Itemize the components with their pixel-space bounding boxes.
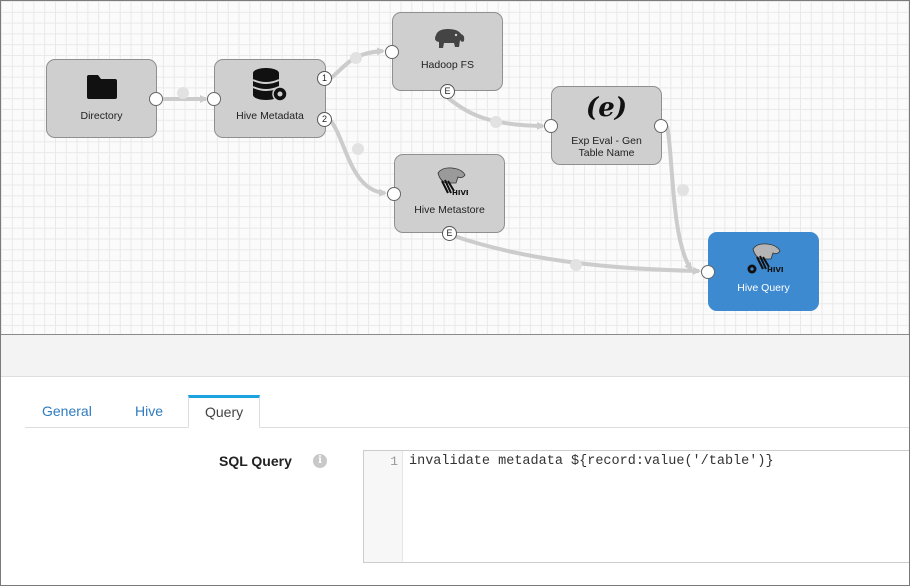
input-port[interactable] xyxy=(387,187,401,201)
node-label-line-1: Exp Eval - Gen xyxy=(571,135,642,147)
hive-bee-icon: HIVE xyxy=(437,167,468,197)
preview-icon xyxy=(177,87,189,99)
preview-icon xyxy=(352,143,364,155)
node-label: Hive Metadata xyxy=(236,110,304,122)
sql-query-label: SQL Query xyxy=(219,453,292,469)
node-hive-query[interactable]: HIVE Hive Query xyxy=(701,232,819,311)
output-port-2[interactable]: 2 xyxy=(317,112,332,127)
edge-hive-metastore-hive-query[interactable] xyxy=(450,233,701,275)
sql-query-editor[interactable]: 1 invalidate metadata ${record:value('/t… xyxy=(363,450,909,563)
preview-icon xyxy=(490,116,502,128)
node-hive-metadata[interactable]: Hive Metadata 1 2 xyxy=(207,59,332,138)
line-number: 1 xyxy=(390,454,398,469)
elephant-icon xyxy=(434,29,464,48)
svg-text:HIVE: HIVE xyxy=(767,266,783,274)
node-exp-eval[interactable]: (e) Exp Eval - Gen Table Name xyxy=(544,86,668,165)
node-hive-metastore[interactable]: HIVE Hive Metastore E xyxy=(387,154,505,241)
input-port[interactable] xyxy=(207,92,221,106)
edge-hive-metadata-hive-metastore[interactable] xyxy=(329,119,387,197)
expression-icon: (e) xyxy=(585,93,628,123)
input-port[interactable] xyxy=(701,265,715,279)
config-tabs: General Hive Query xyxy=(25,395,909,428)
preview-icon xyxy=(570,259,582,271)
svg-text:HIVE: HIVE xyxy=(452,189,468,197)
editor-gutter: 1 xyxy=(364,451,403,562)
canvas-toolbar-band xyxy=(1,335,909,377)
pipeline-canvas[interactable]: Directory Hive Metadata 1 2 xyxy=(1,1,909,335)
node-directory[interactable]: Directory xyxy=(46,59,163,138)
folder-icon xyxy=(86,75,117,99)
output-port-1[interactable]: 1 xyxy=(317,71,332,86)
edge-exp-eval-hive-query[interactable] xyxy=(665,125,693,271)
input-port[interactable] xyxy=(544,119,558,133)
event-port[interactable]: E xyxy=(440,84,455,99)
node-hadoop-fs[interactable]: Hadoop FS E xyxy=(385,12,503,99)
node-label: Hive Query xyxy=(737,282,790,294)
node-label: Hive Metastore xyxy=(414,204,485,216)
input-port[interactable] xyxy=(385,45,399,59)
event-port[interactable]: E xyxy=(442,226,457,241)
tab-general[interactable]: General xyxy=(42,403,92,419)
hive-bee-gear-icon: HIVE xyxy=(747,243,783,274)
node-label: Directory xyxy=(80,110,123,122)
preview-icon xyxy=(350,52,362,64)
database-gear-icon xyxy=(252,68,288,102)
node-label: Hadoop FS xyxy=(420,59,475,71)
node-label-line-2: Table Name xyxy=(578,147,635,159)
pipeline-edges xyxy=(163,47,701,275)
output-port[interactable] xyxy=(149,92,163,106)
output-port[interactable] xyxy=(654,119,668,133)
tab-hive[interactable]: Hive xyxy=(135,403,164,419)
tab-query[interactable]: Query xyxy=(188,395,261,428)
info-icon[interactable]: i xyxy=(313,454,327,468)
edge-hadoop-fs-exp-eval[interactable] xyxy=(446,96,545,130)
sql-query-text[interactable]: invalidate metadata ${record:value('/tab… xyxy=(409,454,774,469)
data-preview-icons xyxy=(177,52,689,271)
preview-icon xyxy=(677,184,689,196)
